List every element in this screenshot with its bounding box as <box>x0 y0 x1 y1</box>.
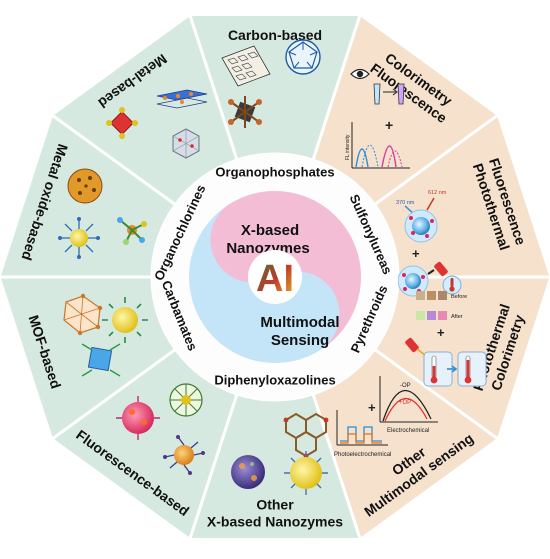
thermometer-icon-1 <box>442 275 462 295</box>
functionalized-nanoparticle-icon <box>58 217 100 259</box>
eye-icon <box>350 68 370 80</box>
plus-sign-4: + <box>368 400 376 415</box>
svg-text:+: + <box>368 400 376 415</box>
photoelectrochemical-chart: Photoelectrochemical <box>334 410 391 458</box>
molecular-framework-icon <box>283 412 329 459</box>
svg-text:+: + <box>385 117 393 133</box>
pesticide-label-organophosphates: Organophosphates <box>215 164 334 179</box>
spiky-nanoparticle-icon <box>102 297 148 343</box>
graphene-sheet-icon <box>221 45 271 87</box>
ai-label: AI <box>256 258 294 300</box>
segment-label-line: X-based Nanozymes <box>207 514 343 530</box>
color-swatches-after: After <box>416 311 463 320</box>
purple-nanosphere-icon <box>231 455 265 489</box>
plus-sign-2: + <box>412 246 420 261</box>
heating-laser-icon <box>405 337 426 356</box>
metal-polyhedron-icon <box>172 128 200 159</box>
plus-op-label: +OP <box>399 400 411 406</box>
svg-text:+: + <box>437 325 445 340</box>
porous-metal-oxide-icon <box>67 168 103 204</box>
enzyme-mimic-icon <box>117 217 147 245</box>
cuvettes-icon <box>373 83 405 105</box>
laser-pointer-icon <box>427 261 448 277</box>
minus-op-label: -OP <box>400 383 411 389</box>
thermometer-icon-3 <box>447 351 487 387</box>
pesticide-label-diphenyloxazolines: Diphenyloxazolines <box>214 372 335 387</box>
mof-cube-icon <box>81 343 121 377</box>
metal-lattice-icon <box>156 89 208 109</box>
segment-label-carbon-based: Carbon-based <box>228 27 322 43</box>
segment-label-line: Carbon-based <box>228 27 322 43</box>
ai-core-circle <box>248 250 302 304</box>
segment-label-line: Other <box>256 497 294 513</box>
wavelength-370-label: 370 nm <box>396 200 415 206</box>
color-swatches-before: Before <box>416 291 467 300</box>
dendrimer-nanoparticle-icon <box>163 435 205 475</box>
wavelength-612-label: 612 nm <box>428 190 447 196</box>
fluorescent-nanoparticle-2 <box>397 265 429 297</box>
radial-nanostructure-icon <box>169 383 203 417</box>
photoelectrochemical-label: Photoelectrochemical <box>334 452 391 458</box>
mof-octahedron-icon <box>63 293 103 336</box>
electrochemical-chart: -OP +OP Electrochemical <box>379 376 438 434</box>
carbon-nanodot-icon <box>228 96 262 128</box>
nanozymes-label: Nanozymes <box>226 240 309 257</box>
xbased-label: X-based <box>241 222 299 239</box>
illustrations: + FL intensity 370 nm 612 nm + <box>58 39 487 495</box>
electrochemical-label: Electrochemical <box>387 428 429 434</box>
svg-text:+: + <box>412 246 420 261</box>
core-yin-yang: X-based Nanozymes Multimodal Sensing AI <box>189 191 361 363</box>
before-label: Before <box>451 294 467 300</box>
fl-spectrum-chart: FL intensity <box>345 122 410 169</box>
fullerene-icon <box>285 39 321 75</box>
fl-intensity-label: FL intensity <box>345 134 351 160</box>
magenta-nanoparticle-icon <box>116 396 160 440</box>
after-label: After <box>451 314 463 320</box>
metal-nanocluster-icon <box>106 107 138 139</box>
multimodal-label: Multimodal <box>260 314 339 331</box>
yellow-nanosphere-icon <box>284 451 328 495</box>
fluorescent-nanoparticle-1 <box>404 209 438 243</box>
plus-sign-1: + <box>385 117 393 133</box>
plus-sign-3: + <box>437 325 445 340</box>
sensing-label: Sensing <box>271 332 329 349</box>
